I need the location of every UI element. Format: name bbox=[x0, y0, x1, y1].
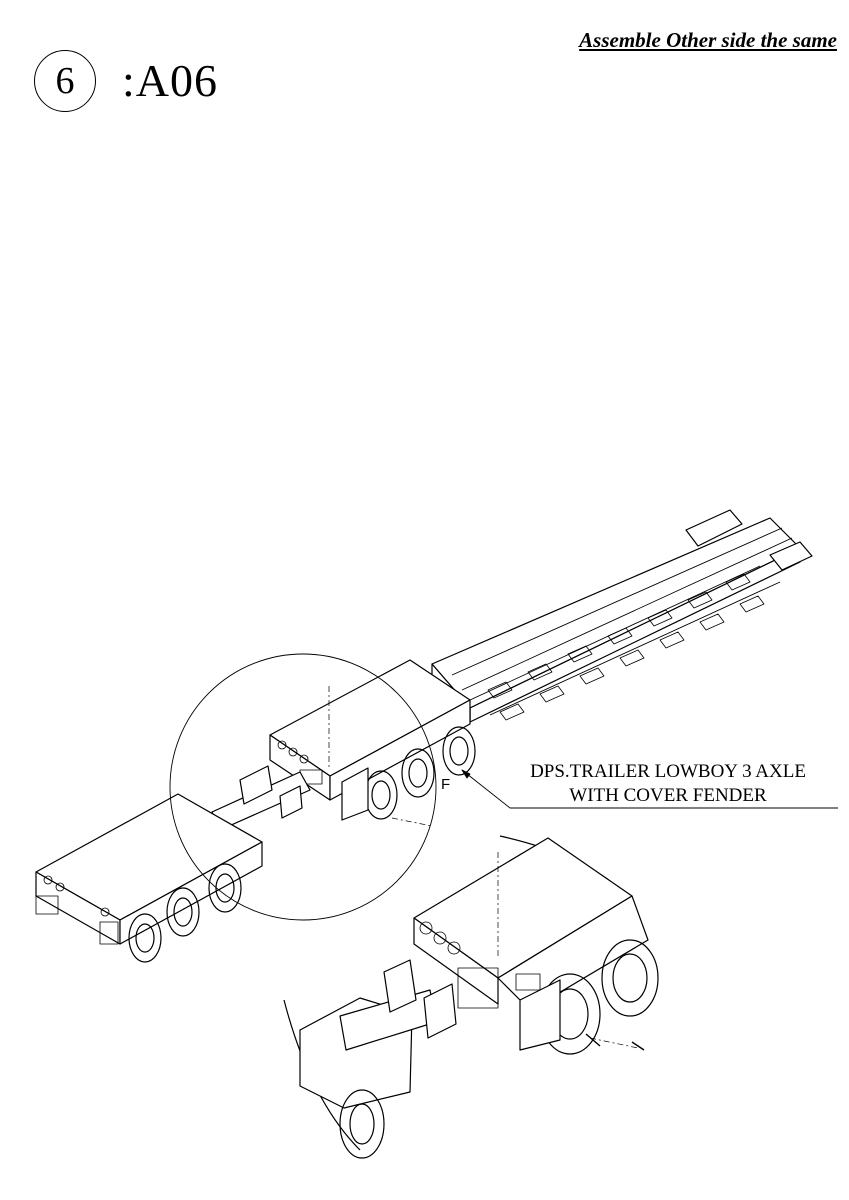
front-dolly bbox=[35, 793, 263, 963]
detail-mark-label: F bbox=[441, 776, 451, 793]
rear-bogie bbox=[269, 659, 476, 821]
assembly-note: Assemble Other side the same bbox=[579, 28, 837, 52]
drawbar bbox=[211, 765, 311, 831]
callout-line-2: WITH COVER FENDER bbox=[569, 785, 767, 806]
detail-circle bbox=[169, 653, 437, 921]
step-number: 6 bbox=[55, 60, 75, 102]
step-number-circle: 6 bbox=[34, 50, 96, 112]
callout-line-1: DPS.TRAILER LOWBOY 3 AXLE bbox=[530, 761, 806, 782]
lowboy-deck bbox=[431, 509, 813, 723]
part-callout: DPS.TRAILER LOWBOY 3 AXLE WITH COVER FEN… bbox=[498, 760, 838, 808]
leader-line bbox=[461, 769, 838, 809]
fastener-center-lines bbox=[328, 686, 433, 827]
enlarged-detail bbox=[283, 835, 659, 1159]
part-code: :A06 bbox=[122, 55, 218, 106]
